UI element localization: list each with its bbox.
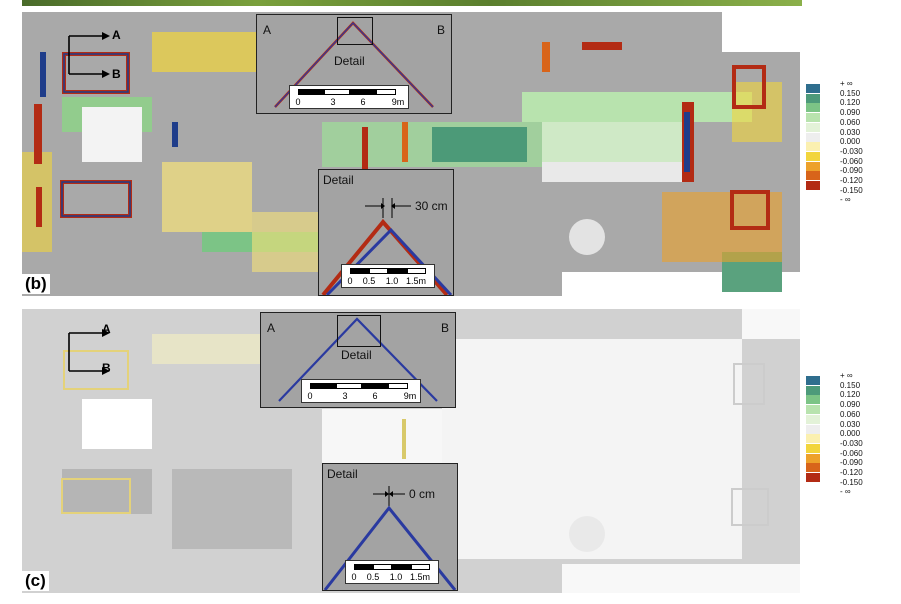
top-image-strip (22, 0, 802, 6)
profile-right-label: B (436, 23, 445, 37)
legend-label: -0.030 (840, 146, 863, 156)
legend-swatch (806, 171, 820, 181)
section-label-b: B (102, 361, 111, 375)
scale-tick: 1.0 (389, 572, 403, 582)
profile-inset: A B Detail 0 3 6 9m (260, 312, 456, 408)
legend-label: -0.120 (840, 468, 863, 477)
section-label-b: B (112, 67, 121, 81)
legend-swatch (806, 414, 820, 424)
scale-tick: 6 (360, 97, 366, 107)
legend-label: -0.090 (840, 458, 863, 468)
legend-swatch (806, 142, 820, 152)
detail-scale-bar: 0 0.5 1.0 1.5m (341, 264, 435, 288)
legend-swatch (806, 405, 820, 415)
legend-swatch (806, 122, 820, 132)
legend-label: 0.090 (840, 108, 861, 118)
legend-label: 0.000 (840, 137, 861, 147)
scale-tick: 0 (347, 276, 353, 286)
legend-label: - ∞ (840, 195, 851, 205)
detail-inset: Detail 0 cm 0 0.5 1.0 1.5m (322, 463, 458, 591)
scale-bar: 0 3 6 9m (289, 85, 409, 109)
legend-swatch (806, 395, 820, 405)
legend-label: -0.060 (840, 156, 863, 166)
detail-inset: Detail 30 cm 0 0.5 1.0 1.5m (318, 169, 454, 296)
detail-title: Detail (327, 467, 358, 481)
scale-tick: 9m (391, 97, 405, 107)
scale-tick: 0 (295, 97, 301, 107)
legend-label: 0.150 (840, 380, 861, 390)
legend-swatch (806, 385, 820, 395)
legend-swatch (806, 434, 820, 444)
legend-swatch (806, 113, 820, 123)
legend-label: 0.000 (840, 429, 861, 439)
legend-swatch (806, 424, 820, 434)
legend-label: -0.150 (840, 185, 863, 195)
offset-label: 30 cm (415, 199, 448, 213)
roof-profile (274, 21, 434, 108)
legend-label: 0.060 (840, 117, 861, 127)
legend-label: + ∞ (840, 371, 853, 380)
legend-label: 0.030 (840, 127, 861, 137)
detail-label: Detail (334, 54, 365, 68)
legend-swatch (806, 443, 820, 453)
scale-tick: 9m (403, 391, 417, 401)
roof-profile (278, 317, 438, 402)
legend-swatch (806, 151, 820, 161)
legend-label: -0.150 (840, 477, 863, 487)
legend-label: - ∞ (840, 487, 851, 497)
detail-scale-bar: 0 0.5 1.0 1.5m (345, 560, 439, 584)
legend-label: -0.030 (840, 438, 863, 448)
legend-swatch (806, 453, 820, 463)
legend-swatch (806, 463, 820, 473)
legend-swatch (806, 84, 820, 93)
scale-tick: 6 (372, 391, 378, 401)
offset-label: 0 cm (409, 487, 436, 501)
scale-bar: 0 3 6 9m (301, 379, 421, 403)
scale-tick: 0 (351, 572, 357, 582)
profile-right-label: B (440, 321, 449, 335)
legend-swatch (806, 473, 820, 482)
scale-tick: 0 (307, 391, 313, 401)
legend-swatch (806, 181, 820, 190)
panel-label-c: (c) (22, 571, 49, 591)
legend-label: + ∞ (840, 79, 853, 88)
scale-tick: 3 (342, 391, 348, 401)
section-arrows-b (68, 32, 110, 78)
detail-label: Detail (341, 348, 372, 362)
panel-c: A B A B Detail 0 3 6 9m Detail (22, 309, 800, 593)
profile-inset: A B Detail 0 3 6 9m (256, 14, 452, 114)
legend-swatch (806, 376, 820, 385)
scale-tick: 0.5 (362, 276, 376, 286)
scale-tick: 1.0 (385, 276, 399, 286)
legend-swatch (806, 103, 820, 113)
legend-label: 0.060 (840, 409, 861, 419)
section-label-a: A (112, 28, 121, 42)
legend-label: 0.150 (840, 88, 861, 98)
profile-left-label: A (267, 321, 276, 335)
profile-left-label: A (263, 23, 272, 37)
legend-label: 0.090 (840, 400, 861, 410)
detail-title: Detail (323, 173, 354, 187)
scale-tick: 3 (330, 97, 336, 107)
detail-box (337, 17, 373, 45)
legend-label: 0.120 (840, 98, 861, 108)
scale-tick: 1.5m (409, 572, 431, 582)
legend-swatch (806, 161, 820, 171)
legend-label: -0.060 (840, 448, 863, 458)
legend-swatch (806, 132, 820, 142)
legend-swatch (806, 93, 820, 103)
panel-label-b: (b) (22, 274, 50, 294)
legend-label: -0.120 (840, 176, 863, 185)
section-label-a: A (102, 322, 111, 336)
legend-label: -0.090 (840, 166, 863, 176)
detail-box (337, 315, 381, 347)
section-arrows-c (68, 329, 110, 375)
scale-tick: 0.5 (366, 572, 380, 582)
legend-label: 0.030 (840, 419, 861, 429)
legend-label: 0.120 (840, 390, 861, 400)
panel-b: A B A B Detail 0 3 6 9m Detail (22, 12, 800, 296)
scale-tick: 1.5m (405, 276, 427, 286)
